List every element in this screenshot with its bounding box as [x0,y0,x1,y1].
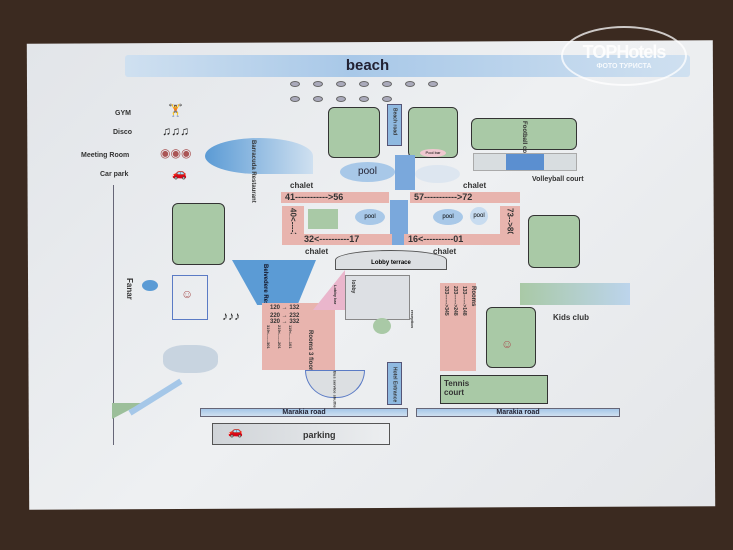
pool-area [415,165,460,183]
disco-icon: ♫♫♫ [162,124,189,138]
chalet-label: chalet [305,247,329,256]
car-icon: 🚗 [228,424,243,438]
chalet-label: chalet [463,181,487,190]
chalet-row-57-72: 57----------->72 [410,192,520,203]
small-pool [308,209,338,229]
pool-small: pool [470,207,488,225]
tophotels-logo: TOPHotels ФОТО ТУРИСТА [561,26,687,86]
barracuda-label: Barracuda Restaurant [250,140,256,203]
legend-disco: Disco [113,129,133,136]
barracuda-restaurant [205,138,313,174]
reception-label: reception [410,310,415,329]
umbrellas [290,81,450,102]
umbrella-icon [359,96,369,102]
meeting-room-icon: ◉◉◉ [160,146,192,160]
green-area [172,203,225,265]
rooms-block-left: 120 → 132 220 → 232 320 → 332 319<------… [262,303,335,370]
marakia-road-west: Marakia road [200,408,408,417]
tennis-player-icon: ☺ [501,337,514,351]
chalet-row-16-01: 16<----------01 [404,234,520,245]
umbrella-icon [405,81,415,87]
beach-label: beach [345,57,390,74]
character-icon: ☺ [181,287,194,301]
kids-club-label: Kids club [553,313,590,322]
chalet-label: chalet [290,181,314,190]
marakia-road-east: Marakia road [416,408,620,417]
legend-gym: GYM [115,110,131,117]
belvedere-label: Belvedere Restaurant [262,264,268,326]
umbrella-icon [290,96,300,102]
parking: parking [212,423,390,445]
fanar-label: Fanar [125,278,134,300]
volleyball-court [473,153,577,171]
tennis-court: Tennis court [440,375,548,404]
lobby-terrace: Lobby terrace [335,250,447,270]
car-park-icon: 🚗 [172,166,187,180]
chalet-row-32-17: 32<----------17 [282,234,392,245]
path-line [113,185,114,445]
tennis-green: ☺ [486,307,536,368]
umbrella-icon [290,81,300,87]
main-pool: pool [340,162,395,182]
lobby: lobby [345,275,410,320]
umbrella-icon [382,96,392,102]
chalet-row-41-56: 41----------->56 [281,192,389,203]
fanar-icon [142,280,158,291]
kids-club-area [520,283,630,305]
green-area [328,107,380,158]
spa-icon [163,345,218,373]
legend-meeting-room: Meeting Room [81,152,130,159]
football-court: Football court [471,118,577,161]
pool-bar: Pool bar [420,149,446,157]
umbrella-icon [313,96,323,102]
rooms-block-right: 333------>345 233------>248 133------>14… [440,283,476,371]
rooms-3-floors-label: Rooms 3 floors [307,330,313,374]
legend-car-park: Car park [100,171,129,178]
dancers-icon: ♪♪♪ [222,309,240,323]
umbrella-icon [382,81,392,87]
beach-area: beach [125,55,690,77]
pool-connector [395,155,415,190]
chalet-row-40-33: 40<----33 [282,206,304,243]
chalet-row-73-80: 73-->80 [500,206,520,243]
chalet-label: chalet [433,247,457,256]
volleyball-label: Volleyball court [532,176,584,183]
pool-connector [390,200,408,245]
umbrella-icon [313,81,323,87]
umbrella-icon [428,81,438,87]
umbrella-icon [336,96,346,102]
gym-icon: 🏋 [168,103,183,117]
fountain [373,318,391,334]
hotel-entrance-arrow: Hotel Entrance [387,362,402,405]
pool-small: pool [433,209,463,225]
pool-small: pool [355,209,385,225]
beach-road-arrow: Beach road [387,104,402,146]
lobby-bar-label: Lobby bar [333,285,338,305]
green-area [528,215,580,268]
umbrella-icon [359,81,369,87]
umbrella-icon [336,81,346,87]
activity-box: ☺ [172,275,208,320]
